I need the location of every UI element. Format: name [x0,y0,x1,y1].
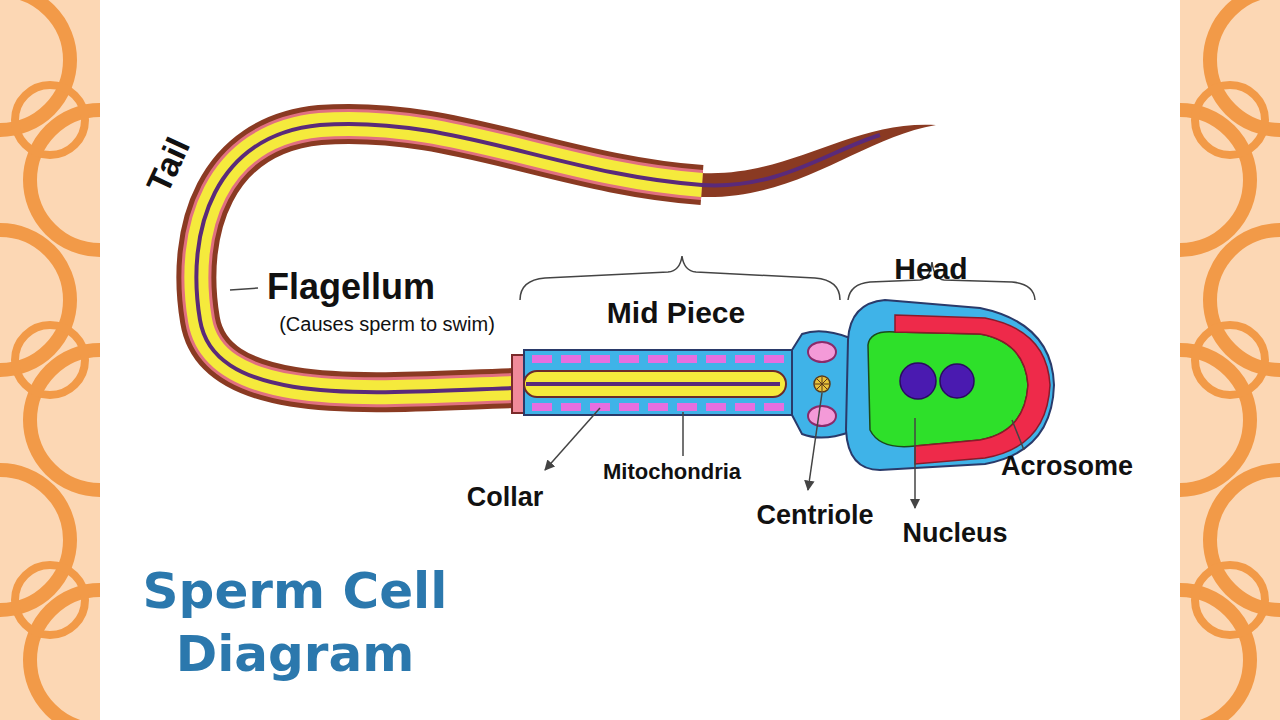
leader-lines [230,288,1024,508]
diagram-title: Sperm Cell Diagram [140,560,450,685]
mitochondria-row [532,355,788,363]
border-arc [30,590,100,720]
note-text: (Causes sperm to swim) [279,314,495,334]
part-label: Nucleus [902,520,1007,547]
left-border [0,0,100,720]
neck-shape [792,331,850,437]
centriole-mark [815,377,829,391]
mid-piece-bracket [520,256,840,300]
part-label: Mitochondria [603,461,741,483]
border-arc [1180,350,1250,490]
border-arc [1210,470,1280,610]
mitochondria-row [532,403,788,411]
leader-line [914,418,916,508]
right-border [1180,0,1280,720]
border-arc [0,230,70,370]
head-shape [846,300,1054,470]
part-label: Acrosome [1001,453,1133,480]
border-arc [15,325,85,395]
border-arc [1195,85,1265,155]
border-arc [15,85,85,155]
tail-label: Tail [141,132,196,197]
border-arc [0,470,70,610]
axial-filament [526,382,780,386]
leader-line [230,288,258,290]
border-arc [1195,565,1265,635]
border-arc [1180,110,1250,250]
border-arc [15,565,85,635]
border-pattern [1180,0,1280,720]
border-arc [1180,590,1250,720]
chromatin [900,363,936,399]
leader-line [545,408,600,470]
border-arc [30,110,100,250]
axial-core [524,371,786,397]
leader-line [682,412,684,456]
part-label: Flagellum [267,269,435,305]
part-label: Mid Piece [607,298,745,328]
part-label: Collar [467,484,544,511]
mid-piece-shape [524,350,794,415]
leader-line [808,393,822,490]
nucleus-shape [868,332,1028,447]
leader-line [1012,420,1024,450]
border-arc [1210,0,1280,130]
border-arc [30,350,100,490]
mitochondrion [808,406,836,426]
border-arc [1210,230,1280,370]
acrosome-shape [895,315,1050,464]
part-label: Head [894,254,967,284]
part-label: Centriole [756,502,873,529]
mitochondrion [808,342,836,362]
border-pattern [0,0,100,720]
border-arc [1195,325,1265,395]
centriole-shape [814,376,830,392]
chromatin [940,364,974,398]
border-arc [0,0,70,130]
